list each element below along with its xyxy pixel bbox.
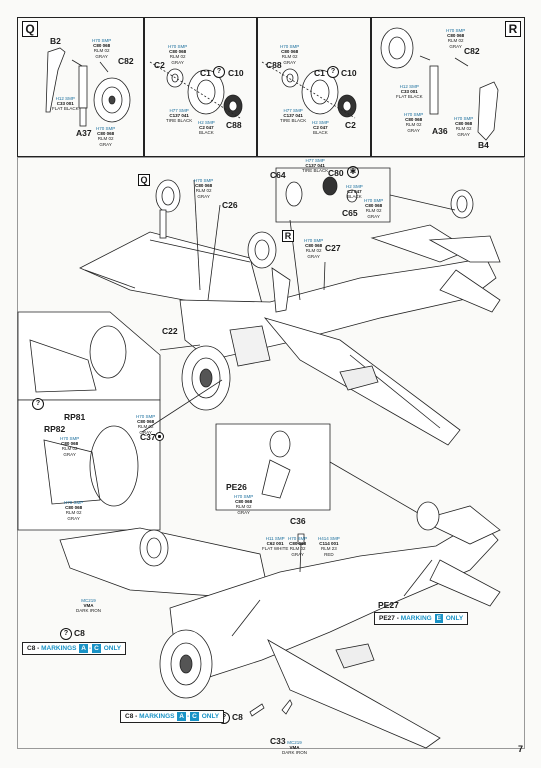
label-c65: C65 [342,208,358,218]
step-letter-r: R [505,21,521,37]
label-c8: C8 [74,628,85,638]
label-c37: C37 [140,432,156,442]
panel-r-left [257,17,371,157]
label-c22: C22 [162,326,178,336]
panel-r-right [371,17,525,157]
help-symbol: ? [60,628,72,640]
label-c1: C1 [200,68,211,78]
help-symbol: ? [32,398,44,410]
label-c82: C82 [118,56,134,66]
label-c33: C33 [270,736,286,746]
label-c10: C10 [341,68,357,78]
label-c36: C36 [290,516,306,526]
main-assembly-frame [17,157,525,749]
label-b2: B2 [50,36,61,46]
label-c88: C88 [266,60,282,70]
marking-note-a-c: C8 - MARKINGS A-C ONLY [120,710,225,723]
label-b4: B4 [478,140,489,150]
marking-note-e: PE27 - MARKING E ONLY [374,612,469,625]
label-c2: C2 [345,120,356,130]
label-c82: C82 [464,46,480,56]
panel-q-right [144,17,257,157]
step-letter-q: Q [22,21,38,37]
page-number: 7 [517,744,523,754]
label-pe26: PE26 [226,482,247,492]
label-rp82: RP82 [44,424,66,434]
label-c64: C64 [270,170,286,180]
label-pe27: PE27 [378,600,399,610]
label-c27: C27 [325,243,341,253]
step-letter-r-small: R [282,230,294,242]
panel-q-left [17,17,144,157]
label-rp81: RP81 [64,412,86,422]
label-c10: C10 [228,68,244,78]
step-letter-q-small: Q [138,174,150,186]
star-icon: ✱ [347,166,359,178]
label-c26: C26 [222,200,238,210]
marking-note-a-c: C8 - MARKINGS A-C ONLY [22,642,127,655]
drill-hole-icon [155,432,164,441]
label-a37: A37 [76,128,92,138]
label-c8: C8 [232,712,243,722]
label-c2: C2 [154,60,165,70]
label-c80: C80 [328,168,344,178]
help-symbol: ? [213,66,225,78]
label-c88: C88 [226,120,242,130]
help-symbol: ? [327,66,339,78]
label-c1: C1 [314,68,325,78]
label-a36: A36 [432,126,448,136]
